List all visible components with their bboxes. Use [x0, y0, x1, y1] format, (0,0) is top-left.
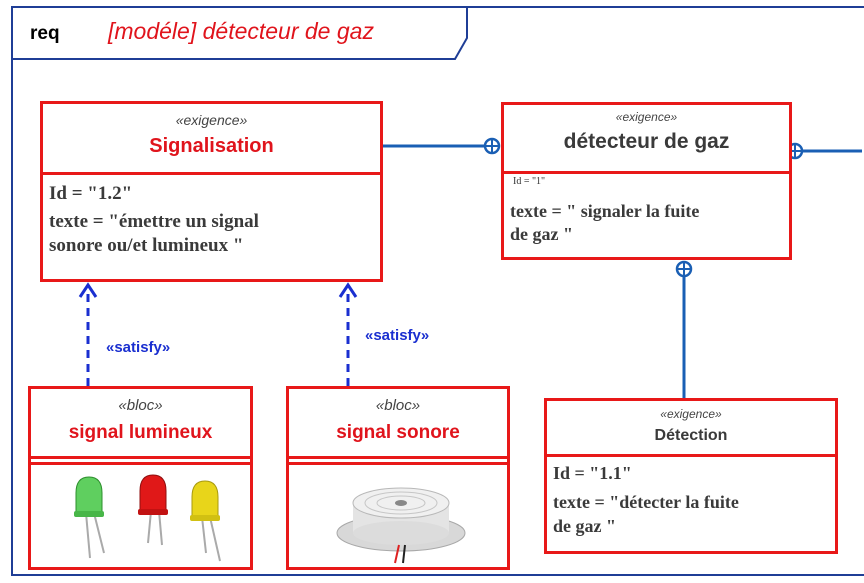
requirement-id: Id = "1" [513, 176, 546, 187]
stereotype-label: «exigence» [660, 407, 722, 421]
block-name: signal sonore [336, 422, 460, 443]
containment-icon-bottom [675, 260, 693, 278]
block-name: détecteur de gaz [563, 130, 730, 153]
requirement-text-line1: texte = " signaler la fuite [510, 201, 700, 221]
block-signalisation[interactable]: «exigence» Signalisation Id = "1.2" text… [40, 101, 383, 282]
requirement-text-line2: de gaz " [553, 515, 616, 536]
requirement-text-line1: texte = "détecter la fuite [553, 492, 739, 513]
requirement-text-line1: texte = "émettre un signal [49, 210, 259, 232]
block-name: signal lumineux [68, 422, 213, 443]
satisfy-label-left: «satisfy» [106, 339, 171, 356]
requirement-id: Id = "1.2" [49, 183, 133, 204]
requirement-id: Id = "1.1" [553, 463, 632, 483]
stereotype-label: «exigence» [175, 112, 248, 128]
block-signal-lumineux[interactable]: «bloc» signal lumineux [28, 386, 253, 570]
block-detection[interactable]: «exigence» Détection Id = "1.1" texte = … [544, 398, 838, 554]
stereotype-label: «bloc» [118, 397, 163, 414]
satisfy-label-right: «satisfy» [365, 327, 430, 344]
diagram-title: [modéle] détecteur de gaz [108, 18, 374, 44]
block-signal-sonore[interactable]: «bloc» signal sonore [286, 386, 510, 570]
leds-image [74, 474, 221, 562]
diagram-kind-label: req [30, 23, 60, 44]
block-name: Signalisation [149, 135, 274, 157]
block-name: Détection [654, 427, 728, 444]
requirement-text-line2: sonore ou/et lumineux " [49, 235, 244, 257]
containment-icon-left [483, 137, 501, 155]
requirement-text-line2: de gaz " [510, 224, 573, 245]
buzzer-image [336, 487, 466, 564]
block-detecteur-de-gaz[interactable]: «exigence» détecteur de gaz Id = "1" tex… [501, 102, 792, 260]
stereotype-label: «bloc» [375, 397, 421, 414]
stereotype-label: «exigence» [615, 110, 678, 124]
